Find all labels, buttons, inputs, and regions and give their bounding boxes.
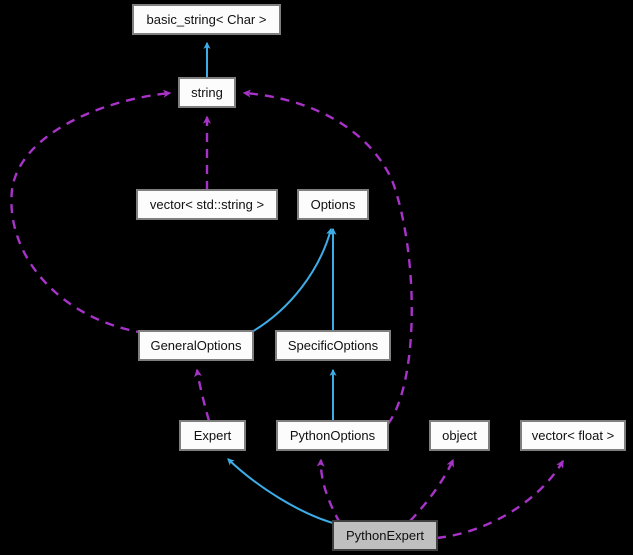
node-label-python_options: PythonOptions [290,428,376,443]
node-general_options[interactable]: GeneralOptions [138,330,254,361]
node-object[interactable]: object [429,420,490,451]
edge-python_expert-to-expert [227,458,341,526]
node-label-general_options: GeneralOptions [150,338,242,353]
node-label-object: object [442,428,477,443]
node-label-options: Options [311,197,356,212]
node-box-specific_options[interactable] [275,330,391,361]
node-box-expert[interactable] [179,420,246,451]
node-label-expert: Expert [194,428,232,443]
node-box-object[interactable] [429,420,490,451]
node-box-basic_string[interactable] [132,4,281,35]
edge-python_options-to-string [242,89,413,425]
node-box-vector_string[interactable] [136,189,278,220]
node-box-vector_float[interactable] [520,420,626,451]
node-basic_string[interactable]: basic_string< Char > [132,4,281,35]
node-label-vector_string: vector< std::string > [150,197,264,212]
node-box-general_options[interactable] [138,330,254,361]
node-python_options[interactable]: PythonOptions [276,420,389,451]
node-vector_string[interactable]: vector< std::string > [136,189,278,220]
edge-python_expert-to-python_options [316,458,342,524]
node-box-python_expert[interactable] [332,520,438,551]
edges-group [10,41,565,540]
node-box-python_options[interactable] [276,420,389,451]
edge-python_expert-to-vector_float [436,459,565,540]
node-label-specific_options: SpecificOptions [288,338,379,353]
node-box-options[interactable] [297,189,369,220]
node-string[interactable]: string [178,77,236,108]
edge-expert-to-general_options [194,368,211,422]
node-vector_float[interactable]: vector< float > [520,420,626,451]
edge-general_options-to-options [249,227,333,334]
node-specific_options[interactable]: SpecificOptions [275,330,391,361]
node-options[interactable]: Options [297,189,369,220]
node-label-string: string [191,85,223,100]
node-label-basic_string: basic_string< Char > [147,12,267,27]
node-label-vector_float: vector< float > [532,428,614,443]
edge-python_expert-to-object [409,458,455,522]
node-python_expert[interactable]: PythonExpert [332,520,438,551]
node-box-string[interactable] [178,77,236,108]
node-label-python_expert: PythonExpert [346,528,424,543]
edge-general_options-to-string [10,89,172,335]
node-expert[interactable]: Expert [179,420,246,451]
